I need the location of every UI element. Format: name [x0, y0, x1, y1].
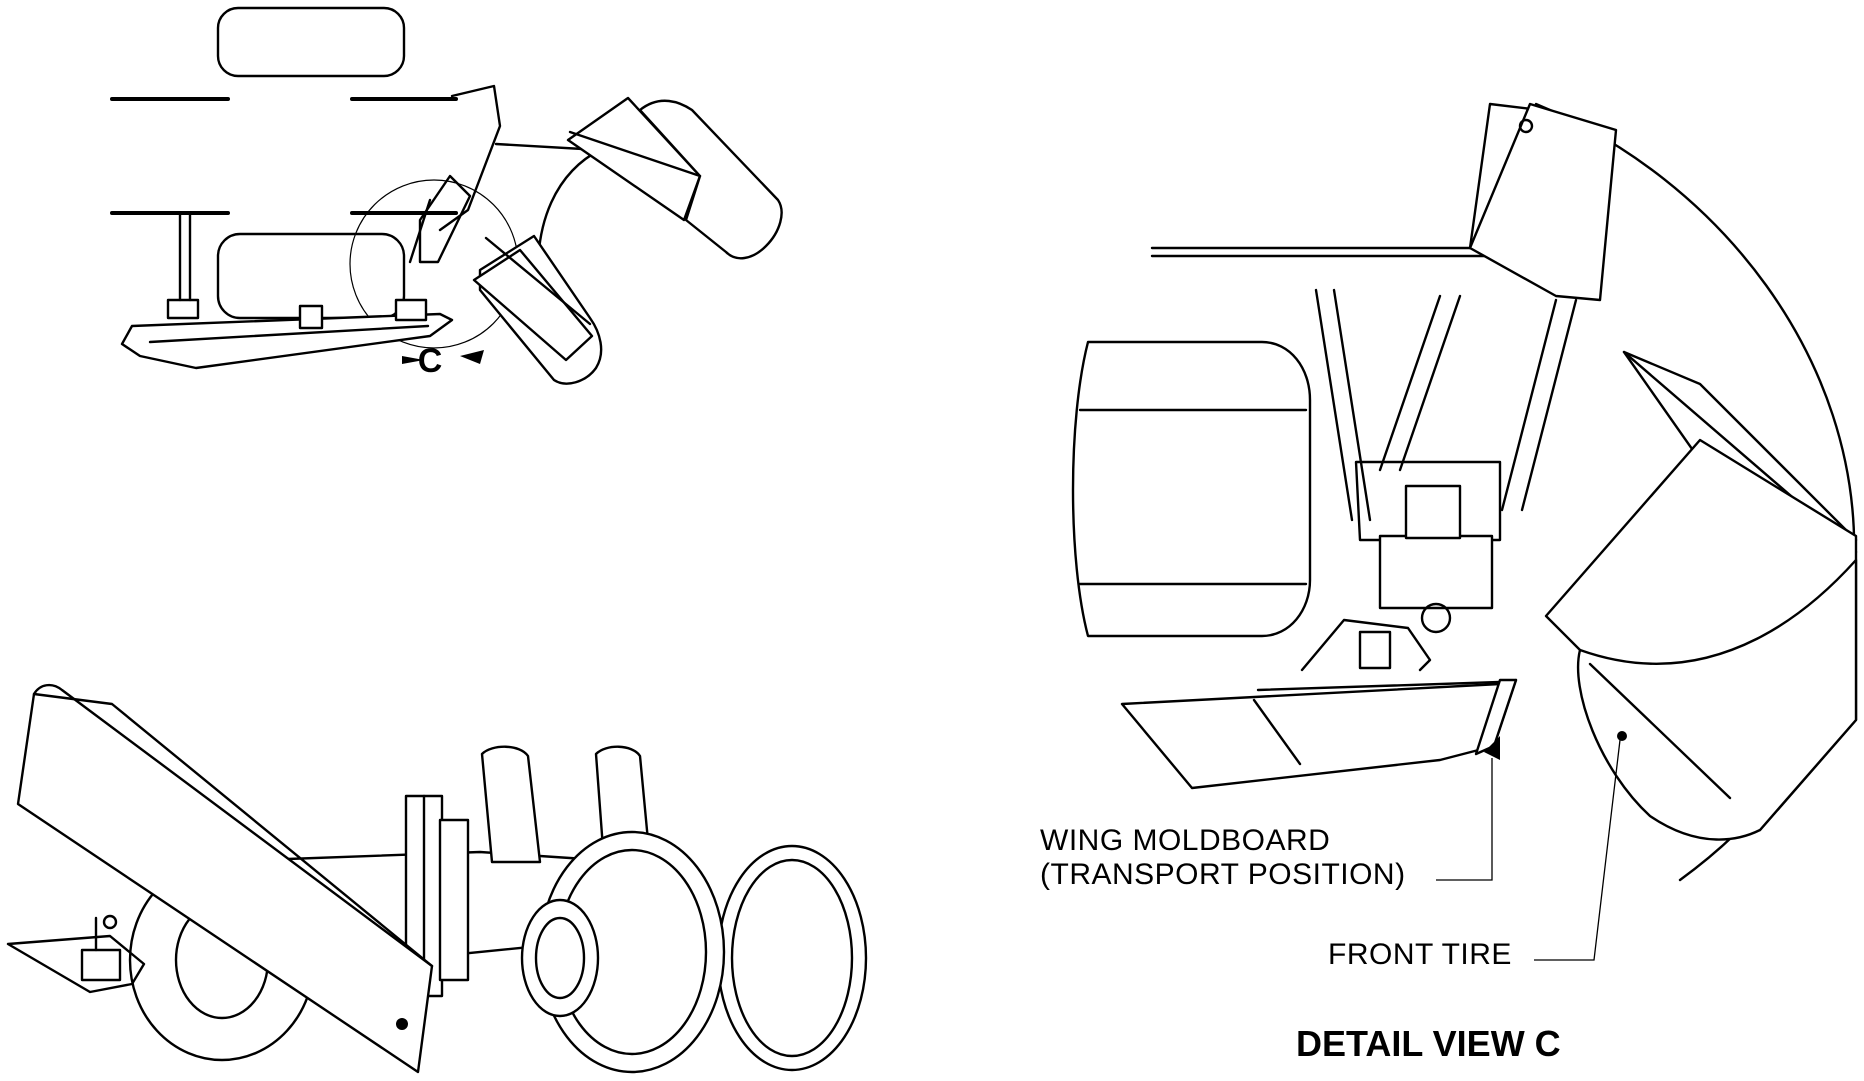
plan-view: C [110, 6, 783, 385]
detail-view-c [1071, 102, 1858, 961]
label-front-tire: FRONT TIRE [1328, 938, 1512, 971]
detail-view-title: DETAIL VIEW C [1296, 1023, 1561, 1064]
label-wing-moldboard-line2: (TRANSPORT POSITION) [1040, 858, 1406, 891]
isometric-view [6, 683, 868, 1074]
callout-c-label: C [418, 342, 443, 380]
label-wing-moldboard-line1: WING MOLDBOARD [1040, 824, 1330, 857]
